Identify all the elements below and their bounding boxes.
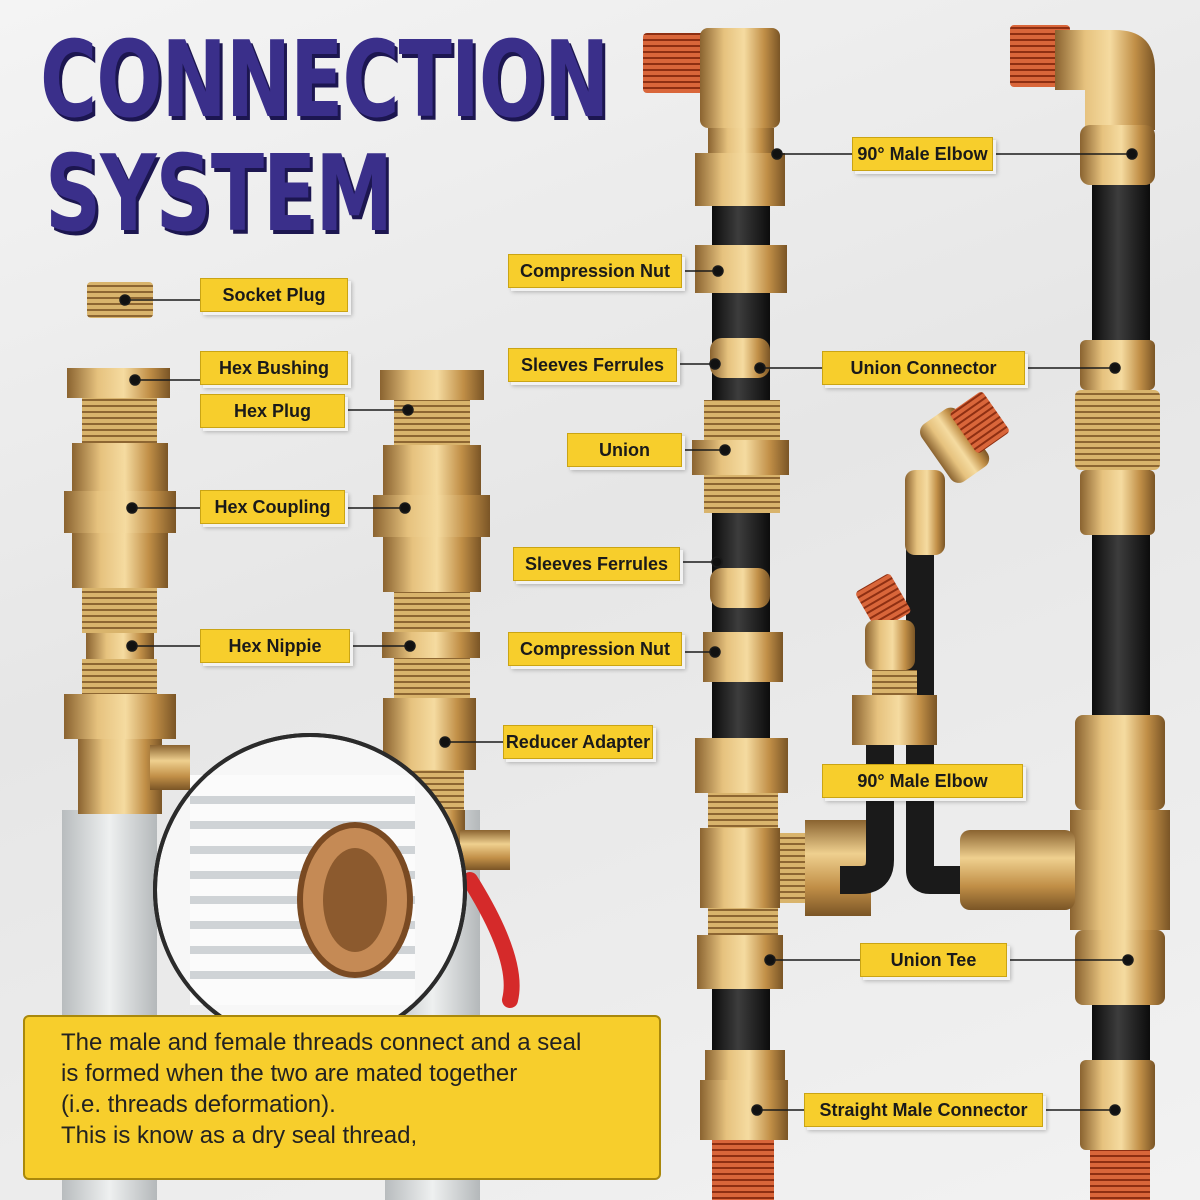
label-hex-nipple: Hex Nippie <box>200 629 350 663</box>
note-line-1: The male and female threads connect and … <box>61 1029 582 1056</box>
title-line-1: CONNECTION <box>40 19 609 142</box>
label-compression-nut-mid: Compression Nut <box>508 632 682 666</box>
label-hex-plug: Hex Plug <box>200 394 345 428</box>
label-90-male-elbow-top: 90° Male Elbow <box>852 137 993 171</box>
push-fit-column <box>960 25 1170 1200</box>
label-sleeves-ferrules-top: Sleeves Ferrules <box>508 348 677 382</box>
dry-seal-thread-note: The male and female threads connect and … <box>23 1015 661 1180</box>
label-90-male-elbow-mid: 90° Male Elbow <box>822 764 1023 798</box>
label-hex-bushing: Hex Bushing <box>200 351 348 385</box>
note-line-3: (i.e. threads deformation). <box>61 1091 336 1118</box>
label-compression-nut-top: Compression Nut <box>508 254 682 288</box>
label-union-connector: Union Connector <box>822 351 1025 385</box>
note-line-2: is formed when the two are mated togethe… <box>61 1060 518 1087</box>
title-line-2: SYSTEM <box>45 133 393 256</box>
label-reducer-adapter: Reducer Adapter <box>503 725 653 759</box>
compression-fitting-column <box>643 28 871 1200</box>
note-line-4: This is know as a dry seal thread, <box>61 1122 418 1149</box>
label-sleeves-ferrules-mid: Sleeves Ferrules <box>513 547 680 581</box>
leader-lines <box>119 148 1138 1116</box>
label-socket-plug: Socket Plug <box>200 278 348 312</box>
elbow-assemblies <box>840 392 1009 894</box>
left-pipe-assembly <box>62 282 520 1200</box>
label-union-tee: Union Tee <box>860 943 1007 977</box>
label-hex-coupling: Hex Coupling <box>200 490 345 524</box>
label-union: Union <box>567 433 682 467</box>
label-straight-male-connector: Straight Male Connector <box>804 1093 1043 1127</box>
